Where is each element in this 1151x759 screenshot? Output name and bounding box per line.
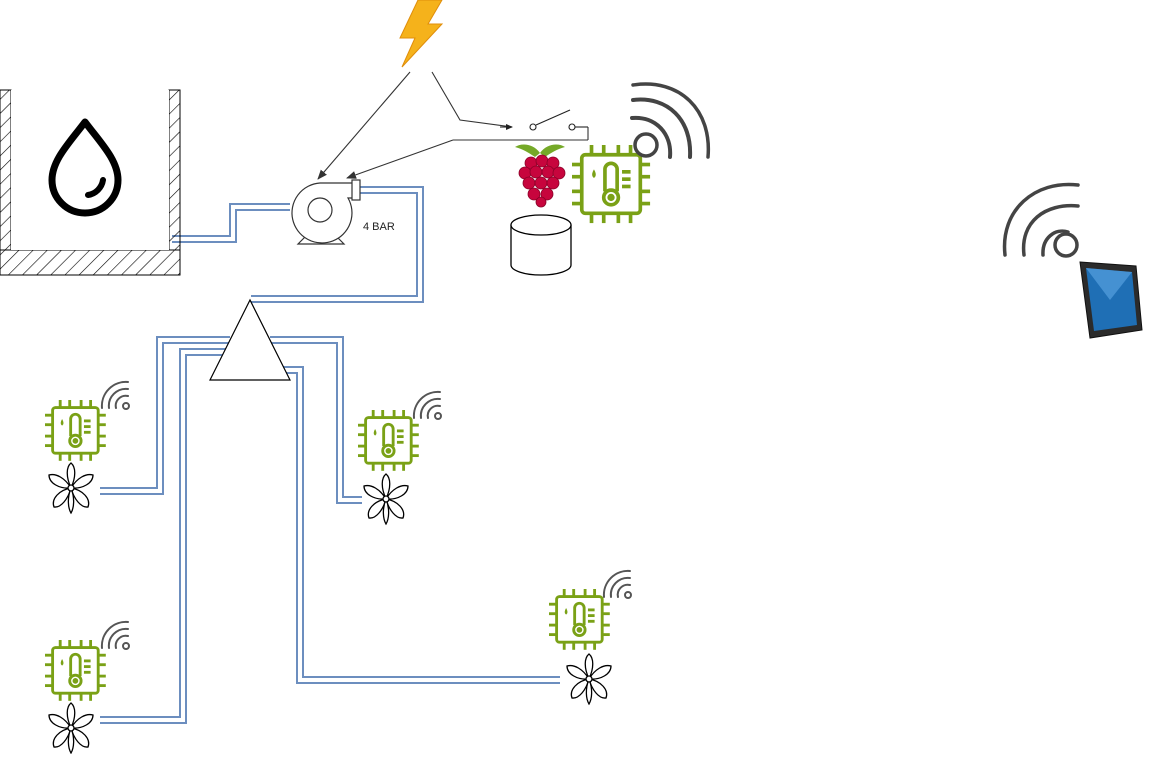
- lightning-bolt-icon: [399, 0, 444, 68]
- raspberry-pi-icon: [515, 144, 566, 208]
- pump: [291, 179, 361, 245]
- switch-icon: [500, 109, 588, 131]
- temperature-chip-icon: [547, 587, 612, 652]
- wifi-icon: [412, 390, 442, 420]
- water-drop-icon: [48, 118, 122, 217]
- sensor-node-3: [547, 569, 632, 705]
- temperature-chip-icon: [43, 638, 108, 703]
- temperature-chip-icon: [356, 408, 421, 473]
- temperature-chip-icon: [43, 398, 108, 463]
- tablet-wifi-icon: [1002, 182, 1080, 258]
- wifi-icon: [100, 380, 130, 410]
- sensor-node-4: [43, 620, 130, 754]
- flower-icon: [48, 702, 94, 754]
- gateway-temperature-chip-icon: [570, 143, 652, 225]
- water-tank: [0, 89, 181, 276]
- flower-icon: [48, 462, 94, 514]
- triangle-splitter-icon: [209, 298, 291, 381]
- sensor-node-2: [356, 390, 442, 525]
- pump-pressure-label: 4 BAR: [363, 221, 395, 233]
- flower-icon: [566, 653, 612, 705]
- wifi-icon: [602, 569, 632, 599]
- wifi-icon: [100, 620, 130, 650]
- tablet-icon: [1079, 261, 1143, 339]
- flower-icon: [363, 473, 409, 525]
- power-wiring: [317, 71, 589, 180]
- gateway-wifi-icon: [630, 82, 711, 159]
- database-icon: [510, 214, 572, 276]
- pipe-network: [100, 186, 560, 724]
